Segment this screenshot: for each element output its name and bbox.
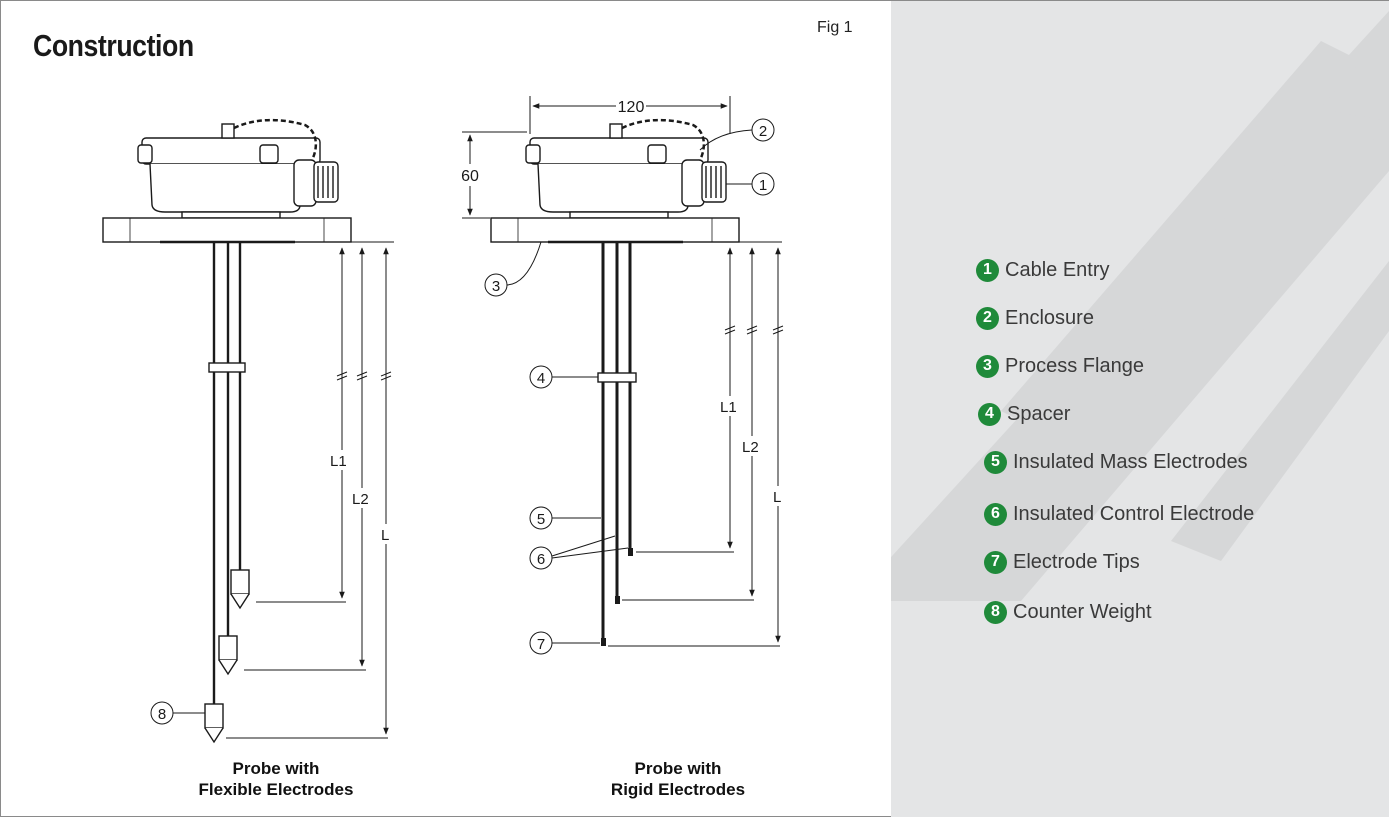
rigid-spacer: [597, 372, 637, 383]
legend-number-badge: 3: [976, 354, 999, 378]
caption-flexible-probe: Probe with Flexible Electrodes: [146, 758, 406, 800]
rigid-L2-label: L2: [742, 439, 759, 456]
rigid-process-flange: [490, 217, 740, 243]
page-title: Construction: [33, 28, 194, 63]
callout-4: 4: [529, 365, 598, 389]
legend-number-badge: 4: [978, 402, 1001, 426]
height-dimension-label: 60: [461, 168, 479, 185]
figure-number: Fig 1: [817, 19, 853, 36]
rigid-L1-label: L1: [720, 399, 737, 416]
svg-text:4: 4: [537, 370, 545, 387]
rigid-electrodes: [601, 242, 632, 638]
legend-label: Spacer: [1007, 402, 1071, 425]
flexible-weight-short: [230, 569, 250, 610]
svg-text:1: 1: [759, 177, 767, 194]
legend-label: Electrode Tips: [1013, 550, 1140, 573]
flexible-L2-label: L2: [352, 491, 369, 508]
svg-text:8: 8: [158, 706, 166, 723]
watermark-graphic: [891, 11, 1389, 601]
caption-rigid-line2: Rigid Electrodes: [610, 780, 746, 799]
legend-number-badge: 2: [976, 306, 999, 330]
callout-8: 8: [150, 701, 205, 725]
flexible-process-flange: [102, 217, 352, 243]
svg-text:2: 2: [759, 123, 767, 140]
svg-text:5: 5: [537, 511, 545, 528]
flexible-electrodes: [212, 242, 242, 704]
svg-text:6: 6: [537, 551, 545, 568]
callout-2: 2: [699, 118, 775, 151]
callout-6: 6: [529, 535, 629, 570]
flexible-L-label: L: [381, 527, 389, 544]
flexible-L1-label: L1: [330, 453, 347, 470]
legend-label: Process Flange: [1005, 354, 1144, 377]
caption-flexible-line1: Probe with: [232, 759, 320, 778]
legend-panel: [891, 1, 1389, 817]
rigid-enclosure: [525, 118, 727, 219]
legend-number-badge: 6: [984, 502, 1007, 526]
flexible-weight-mid: [218, 635, 238, 676]
callout-7: 7: [529, 631, 600, 655]
legend-number-badge: 1: [976, 258, 999, 282]
svg-text:7: 7: [537, 636, 545, 653]
legend-item-cable-entry: 1 Cable Entry: [976, 256, 1110, 284]
rigid-electrode-tips: [601, 548, 633, 646]
legend-item-insulated-control-electrode: 6 Insulated Control Electrode: [984, 500, 1254, 528]
legend-label: Cable Entry: [1005, 258, 1110, 281]
legend-label: Insulated Control Electrode: [1013, 502, 1255, 525]
callout-1: 1: [726, 172, 775, 196]
rigid-L-label: L: [773, 489, 781, 506]
flexible-dimensions: [226, 241, 394, 739]
callout-3: 3: [484, 241, 542, 297]
legend-number-badge: 7: [984, 550, 1007, 574]
legend-item-process-flange: 3 Process Flange: [976, 352, 1144, 380]
legend-item-counter-weight: 8 Counter Weight: [984, 598, 1152, 626]
legend-item-electrode-tips: 7 Electrode Tips: [984, 548, 1140, 576]
flexible-enclosure: [137, 118, 339, 219]
legend-number-badge: 8: [984, 600, 1007, 624]
legend-item-enclosure: 2 Enclosure: [976, 304, 1094, 332]
flexible-counter-weight: [204, 703, 224, 744]
svg-text:3: 3: [492, 278, 500, 295]
legend-label: Enclosure: [1005, 306, 1094, 329]
construction-drawing: L1 L2 L 8: [102, 96, 784, 744]
legend-item-insulated-mass-electrodes: 5 Insulated Mass Electrodes: [984, 448, 1248, 476]
flexible-spacer: [208, 362, 246, 373]
width-dimension-label: 120: [618, 99, 645, 116]
caption-rigid-line1: Probe with: [634, 759, 722, 778]
callout-5: 5: [529, 506, 601, 530]
legend-label: Counter Weight: [1013, 600, 1152, 623]
legend-item-spacer: 4 Spacer: [978, 400, 1070, 428]
caption-flexible-line2: Flexible Electrodes: [198, 780, 354, 799]
legend-label: Insulated Mass Electrodes: [1013, 450, 1248, 473]
caption-rigid-probe: Probe with Rigid Electrodes: [548, 758, 808, 800]
flexible-probe: [102, 118, 352, 744]
legend-number-badge: 5: [984, 450, 1007, 474]
rigid-probe: [490, 118, 740, 646]
